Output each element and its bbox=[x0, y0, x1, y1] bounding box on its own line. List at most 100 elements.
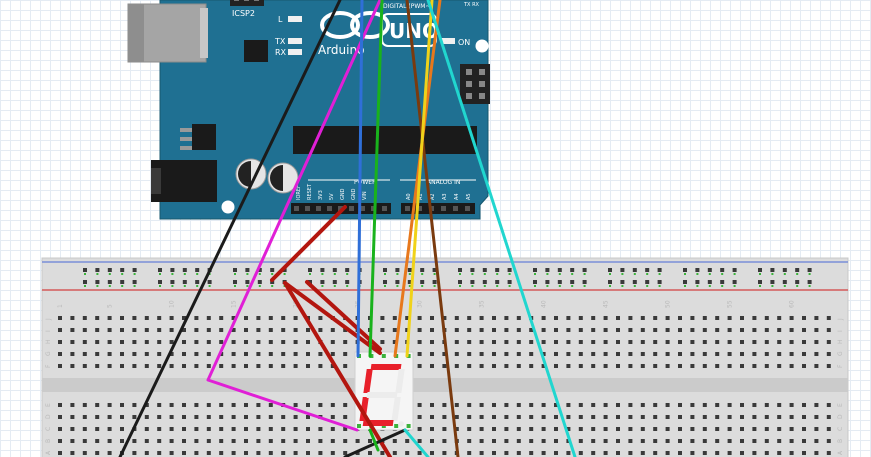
rail-hole bbox=[207, 280, 212, 284]
wire-blue[interactable] bbox=[356, 0, 364, 358]
terminal-hole bbox=[330, 340, 335, 344]
terminal-hole bbox=[702, 364, 707, 368]
terminal-hole bbox=[690, 415, 695, 419]
terminal-hole bbox=[306, 352, 310, 356]
terminal-hole bbox=[814, 316, 819, 320]
terminal-hole bbox=[479, 352, 484, 356]
terminal-hole bbox=[566, 451, 571, 455]
terminal-hole bbox=[777, 427, 782, 431]
terminal-hole bbox=[70, 328, 75, 332]
terminal-hole bbox=[777, 364, 782, 368]
wire-orange[interactable] bbox=[393, 0, 442, 358]
terminal-hole bbox=[318, 352, 323, 356]
terminal-hole bbox=[206, 352, 211, 356]
wire-cyan-short[interactable] bbox=[403, 428, 430, 457]
rail-hole bbox=[608, 268, 612, 272]
terminal-hole bbox=[430, 451, 434, 455]
row-letter: J bbox=[837, 318, 844, 321]
rail-hole-marker bbox=[309, 273, 311, 275]
terminal-hole bbox=[727, 328, 732, 332]
wire-green[interactable] bbox=[368, 0, 384, 358]
wire-black-1[interactable] bbox=[118, 0, 342, 457]
row-letter: D bbox=[45, 414, 52, 419]
rail-hole-marker bbox=[708, 285, 711, 287]
rail-hole-marker bbox=[121, 285, 124, 287]
power-jack bbox=[151, 160, 217, 202]
terminal-hole bbox=[107, 340, 112, 344]
wire-magenta[interactable] bbox=[206, 0, 382, 432]
wire-green-short[interactable] bbox=[368, 428, 380, 452]
terminal-hole bbox=[764, 439, 769, 443]
terminal-hole bbox=[219, 439, 224, 443]
terminal-hole bbox=[777, 403, 782, 407]
terminal-hole bbox=[454, 427, 459, 431]
wire-yellow[interactable] bbox=[405, 0, 434, 358]
terminal-hole bbox=[690, 340, 695, 344]
rail-hole-marker bbox=[133, 273, 136, 275]
terminal-hole bbox=[442, 364, 447, 368]
terminal-hole bbox=[516, 451, 521, 455]
rail-hole-marker bbox=[183, 285, 186, 287]
terminal-hole bbox=[826, 352, 831, 356]
terminal-hole bbox=[417, 451, 422, 455]
terminal-hole bbox=[157, 427, 162, 431]
wire-red-segment-ground[interactable] bbox=[305, 280, 382, 351]
terminal-hole bbox=[95, 328, 100, 332]
terminal-hole bbox=[206, 364, 211, 368]
wire-brown[interactable] bbox=[405, 0, 460, 457]
terminal-hole bbox=[603, 415, 608, 419]
terminal-hole bbox=[380, 340, 385, 344]
terminal-hole bbox=[244, 316, 248, 320]
wire-red-gnd-2[interactable] bbox=[283, 281, 392, 457]
rail-hole-marker bbox=[609, 273, 611, 275]
terminal-hole bbox=[591, 415, 596, 419]
terminal-hole bbox=[306, 439, 310, 443]
terminal-hole bbox=[194, 364, 199, 368]
row-letter: E bbox=[837, 403, 844, 407]
terminal-hole bbox=[256, 364, 261, 368]
rail-hole bbox=[533, 268, 537, 272]
terminal-hole bbox=[355, 439, 360, 443]
terminal-hole bbox=[740, 439, 744, 443]
terminal-hole bbox=[169, 415, 174, 419]
terminal-hole bbox=[653, 340, 658, 344]
terminal-hole bbox=[740, 352, 744, 356]
terminal-hole bbox=[516, 352, 521, 356]
terminal-hole bbox=[219, 328, 224, 332]
terminal-hole bbox=[516, 415, 521, 419]
column-number: 45 bbox=[603, 300, 610, 308]
mount-hole bbox=[221, 200, 235, 214]
wire-red-gnd-1[interactable] bbox=[283, 281, 382, 355]
wire-cyan[interactable] bbox=[426, 0, 577, 457]
terminal-hole bbox=[132, 352, 137, 356]
column-number: 1 bbox=[57, 304, 64, 308]
terminal-hole bbox=[740, 415, 744, 419]
terminal-hole bbox=[82, 427, 87, 431]
rail-hole bbox=[420, 268, 425, 272]
terminal-hole bbox=[628, 439, 633, 443]
analog-label: ANALOG IN bbox=[427, 179, 460, 186]
terminal-hole bbox=[144, 340, 149, 344]
terminal-hole bbox=[430, 415, 434, 419]
terminal-hole bbox=[58, 364, 62, 368]
terminal-hole bbox=[417, 427, 422, 431]
terminal-hole bbox=[157, 340, 162, 344]
header-pin bbox=[417, 206, 422, 211]
terminal-hole bbox=[764, 415, 769, 419]
terminal-hole bbox=[541, 451, 546, 455]
rail-hole bbox=[545, 268, 550, 272]
wire-red-power[interactable] bbox=[270, 205, 347, 282]
terminal-hole bbox=[70, 364, 75, 368]
terminal-hole bbox=[244, 328, 248, 332]
rail-hole bbox=[120, 280, 125, 284]
terminal-hole bbox=[764, 403, 769, 407]
rail-hole-marker bbox=[183, 273, 186, 275]
rail-hole-marker bbox=[621, 273, 624, 275]
rail-hole-marker bbox=[658, 285, 661, 287]
column-number: 35 bbox=[479, 300, 486, 308]
segment-a bbox=[370, 364, 402, 370]
terminal-hole bbox=[578, 439, 583, 443]
rail-hole bbox=[458, 280, 462, 284]
terminal-hole bbox=[95, 316, 100, 320]
rail-hole bbox=[608, 280, 612, 284]
